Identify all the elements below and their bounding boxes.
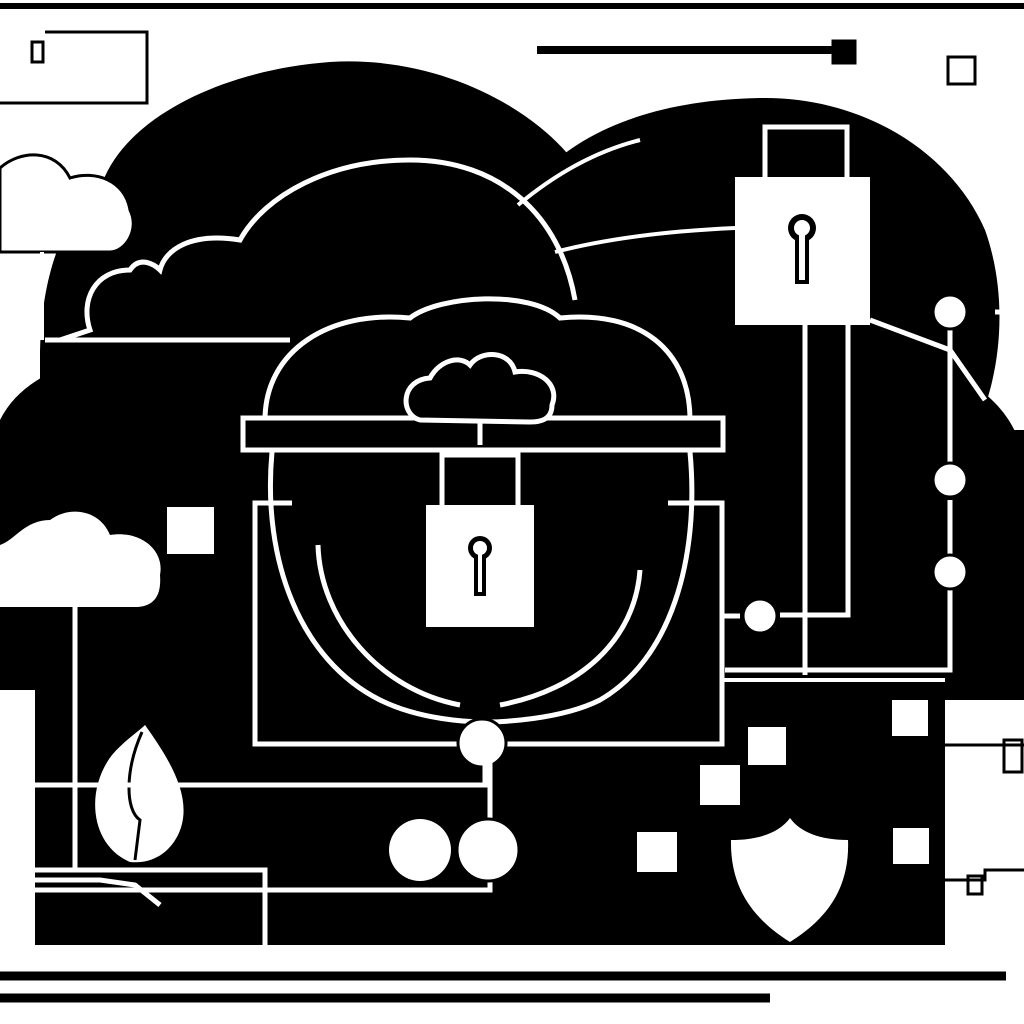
circuit-node-icon — [931, 293, 969, 331]
top-right-terminal — [831, 39, 857, 65]
vault-dome — [262, 296, 693, 421]
circuit-node-icon — [741, 597, 779, 635]
circuit-node-icon — [931, 461, 969, 499]
bottom-frame — [0, 971, 1006, 1003]
keyhole-icon — [468, 536, 492, 596]
vault-frame-right — [505, 500, 725, 747]
circuit-node-icon — [456, 717, 508, 769]
top-frame — [0, 3, 1024, 105]
circuit-node-icon — [455, 817, 521, 883]
vault-inner-arc — [315, 544, 461, 708]
data-blocks — [167, 507, 929, 872]
cloud-icon — [403, 352, 557, 425]
circuit-node-icon — [389, 819, 451, 881]
cloud-icon — [0, 153, 135, 254]
shield-icon — [730, 818, 849, 942]
outline-cloud-back — [59, 157, 578, 343]
right-cloud-rim — [516, 138, 641, 207]
top-right-square — [946, 55, 977, 86]
vault-frame — [252, 500, 460, 747]
right-cloud-arc — [554, 226, 736, 254]
padlock-icon — [735, 124, 870, 325]
vault-inner-arc-right — [499, 569, 643, 708]
top-left-bracket — [0, 30, 149, 105]
cloud-icon — [0, 511, 161, 607]
keyhole-icon — [788, 214, 816, 284]
top-left-square — [30, 40, 45, 64]
top-left-connector — [0, 252, 44, 340]
circuit-node-icon — [931, 553, 969, 591]
leaf-icon — [95, 725, 184, 863]
right-edge-connectors — [945, 738, 1024, 896]
padlock-icon — [426, 452, 534, 627]
